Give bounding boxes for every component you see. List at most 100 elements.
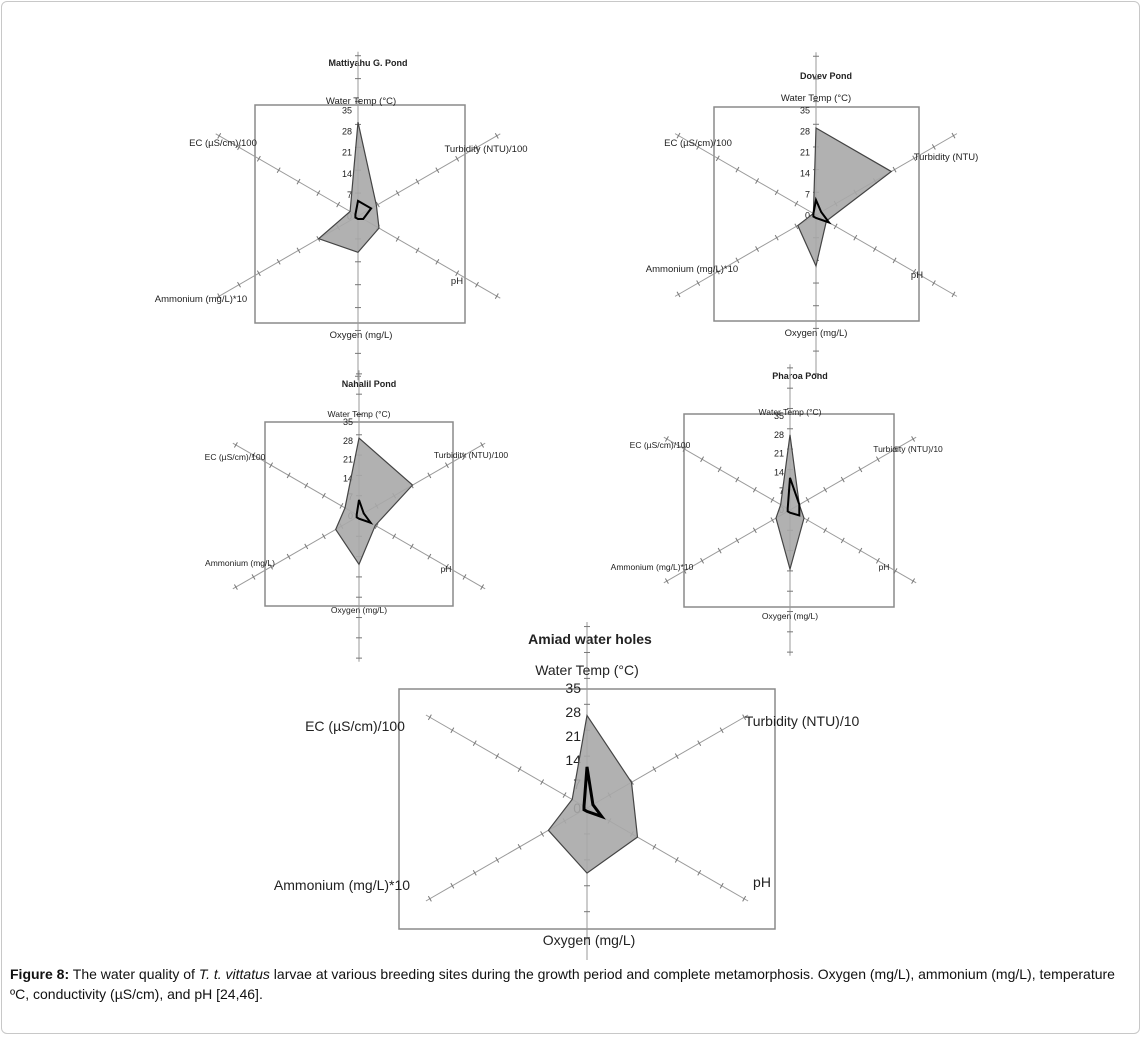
axis-tick (435, 167, 440, 174)
axis-label: EC (µS/cm)/100 (305, 718, 405, 734)
axis-tick (951, 132, 956, 139)
axis-label: Ammonium (mg/L) (205, 558, 275, 568)
axis-tick (892, 257, 897, 264)
axis-tick (321, 492, 326, 499)
caption-post: larvae at various breeding sites during … (10, 966, 1115, 1002)
axis-tick (794, 223, 799, 230)
axis-tick (472, 740, 477, 747)
axis-tick (664, 436, 669, 442)
series-polygon-outer (547, 713, 639, 874)
radial-tick-label: 28 (343, 436, 353, 446)
axis-label: Turbidity (NTU)/10 (745, 713, 860, 729)
axis-tick (321, 533, 326, 540)
radial-tick-label: 14 (800, 168, 810, 178)
axis-tick (374, 523, 379, 530)
axis-tick (455, 155, 460, 162)
axis-tick (217, 293, 222, 299)
axis-tick (742, 714, 747, 721)
axis-label: Turbidity (NTU)/100 (434, 450, 509, 460)
axis-label: EC (µS/cm)/100 (205, 452, 266, 462)
axis-tick (931, 144, 936, 150)
axis-tick (304, 543, 309, 550)
axis-tick (682, 446, 687, 452)
axis-tick (233, 584, 238, 590)
axis-tick (256, 155, 261, 162)
axis-tick (269, 462, 274, 469)
radial-tick-label: 35 (800, 105, 810, 115)
axis-tick (286, 553, 291, 560)
axis-tick (805, 496, 810, 503)
axis-tick (676, 132, 681, 139)
series-polygon-outer (317, 121, 380, 253)
axis-label: Water Temp (°C) (759, 407, 822, 417)
axis-tick (392, 533, 397, 540)
axis-tick (931, 280, 936, 286)
axis-tick (339, 502, 344, 509)
axis-label: pH (879, 562, 890, 572)
axis-tick (450, 882, 455, 889)
axis-tick (444, 462, 449, 469)
axis-tick (237, 144, 241, 151)
axis-tick (893, 446, 898, 452)
radial-tick-label: 35 (342, 105, 352, 115)
axis-tick (840, 537, 845, 544)
axis-tick (752, 527, 757, 534)
axis-tick (427, 553, 432, 560)
axis-tick (251, 452, 256, 458)
chart-title: Nahalil Pond (342, 379, 397, 389)
axis-tick (700, 456, 705, 463)
axis-tick (858, 466, 863, 473)
radar-axis (815, 214, 958, 297)
axis-tick (415, 247, 420, 254)
axis-tick (893, 568, 898, 574)
axis-label: Water Temp (°C) (328, 409, 391, 419)
radial-tick-label: 7 (779, 486, 784, 496)
series-polygon-inner (786, 477, 801, 517)
axis-tick (696, 280, 701, 286)
axis-tick (494, 293, 499, 299)
axis-tick (853, 234, 858, 241)
axis-tick (540, 779, 545, 785)
axis-label: Oxygen (mg/L) (330, 330, 393, 341)
axis-label: Oxygen (mg/L) (762, 611, 818, 621)
axis-tick (840, 476, 845, 483)
axis-tick (540, 831, 545, 837)
axis-tick (682, 568, 687, 574)
radial-tick-label: 28 (774, 430, 784, 440)
axis-tick (409, 543, 414, 550)
axis-tick (735, 166, 740, 173)
axis-tick (217, 133, 222, 139)
axis-tick (517, 844, 522, 850)
axis-tick (742, 895, 747, 902)
axis-tick (475, 281, 479, 288)
axis-tick (652, 844, 657, 850)
axis-label: EC (µS/cm)/100 (664, 138, 732, 149)
axis-tick (415, 178, 420, 185)
radar-axis (789, 509, 917, 584)
axis-label: EC (µS/cm)/100 (630, 440, 691, 450)
radial-tick-label: 0 (805, 210, 810, 220)
axis-tick (735, 476, 740, 483)
radial-tick-label: 28 (342, 127, 352, 137)
axis-tick (495, 753, 500, 760)
axis-tick (676, 291, 681, 298)
axis-tick (233, 442, 238, 448)
series-polygon-inner (355, 499, 374, 525)
caption-species: T. t. vittatus (198, 966, 270, 982)
axis-label: Ammonium (mg/L)*10 (611, 562, 694, 572)
axis-tick (794, 200, 799, 207)
axis-tick (770, 517, 775, 524)
axis-tick (823, 527, 828, 534)
axis-label: Oxygen (mg/L) (785, 328, 848, 339)
axis-tick (674, 753, 679, 760)
axis-tick (697, 740, 702, 747)
axis-tick (805, 517, 810, 524)
axis-label: Water Temp (°C) (326, 96, 396, 107)
axis-tick (237, 281, 241, 288)
axis-tick (480, 442, 485, 448)
axis-label: Water Temp (°C) (781, 93, 851, 104)
